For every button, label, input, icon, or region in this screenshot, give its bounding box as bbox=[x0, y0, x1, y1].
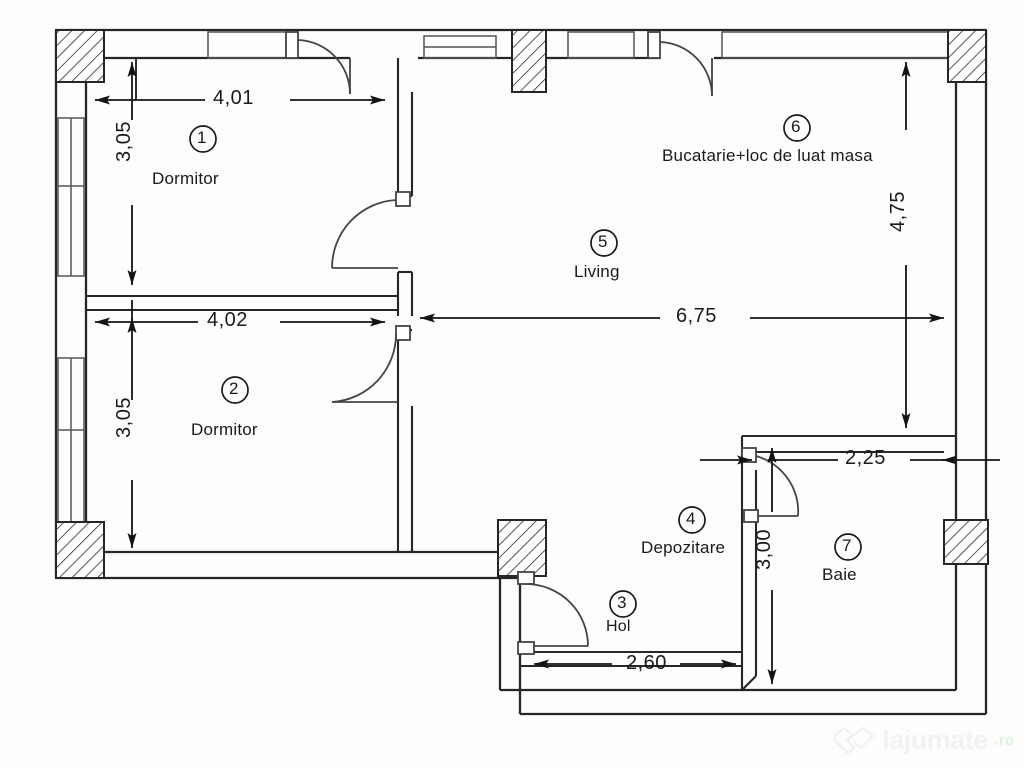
room-label-baie: Baie bbox=[822, 565, 857, 584]
handshake-icon bbox=[833, 726, 875, 754]
room-label-living: Living bbox=[574, 262, 620, 281]
room-label-depozitare: Depozitare bbox=[641, 538, 726, 557]
door-dormitor2-interior bbox=[331, 325, 411, 403]
dimension-label-2-60: 2,60 bbox=[626, 652, 667, 674]
pillar-hatched-top-left bbox=[55, 29, 105, 83]
wall-outline bbox=[54, 28, 988, 716]
room-number-6: 6 bbox=[791, 117, 801, 136]
dimension-label-3-05-upper: 3,05 bbox=[112, 121, 135, 162]
room-number-2: 2 bbox=[229, 379, 239, 398]
watermark-tld: .ro bbox=[994, 732, 1014, 749]
room-label-dormitor-1: Dormitor bbox=[152, 169, 219, 188]
door-dormitor1-top bbox=[285, 31, 351, 95]
door-dormitor1-interior bbox=[331, 191, 411, 269]
window-top-kitchen-b bbox=[721, 31, 949, 59]
dimension-label-3-05-lower: 3,05 bbox=[112, 397, 135, 438]
window-left-upper bbox=[57, 117, 85, 277]
room-label-hol: Hol bbox=[606, 618, 631, 635]
room-number-7: 7 bbox=[842, 536, 852, 555]
dimension-label-4-02: 4,02 bbox=[207, 309, 248, 331]
room-number-5: 5 bbox=[598, 232, 608, 251]
room-number-4: 4 bbox=[686, 509, 696, 528]
watermark: lajumate .ro bbox=[833, 725, 1014, 756]
pillar-hatched-top-right bbox=[947, 29, 987, 83]
door-baie bbox=[741, 447, 800, 523]
pillar-hatched-right-lower bbox=[943, 519, 989, 565]
window-top-kitchen-a bbox=[567, 31, 635, 59]
dimension-label-3-00: 3,00 bbox=[752, 529, 775, 570]
room-marker-circles bbox=[189, 114, 862, 618]
dimension-label-4-01: 4,01 bbox=[213, 87, 254, 109]
pillar-hatched-hall bbox=[497, 519, 547, 577]
dimension-label-6-75: 6,75 bbox=[676, 305, 717, 327]
room-number-1: 1 bbox=[197, 128, 207, 147]
door-entrance-hall bbox=[517, 571, 589, 655]
room-number-3: 3 bbox=[617, 593, 627, 612]
room-label-bucatarie: Bucatarie+loc de luat masa bbox=[662, 146, 873, 165]
window-left-lower bbox=[57, 357, 85, 523]
watermark-brand: lajumate bbox=[882, 725, 988, 755]
window-top-dormitor1 bbox=[207, 31, 287, 59]
dimension-label-2-25: 2,25 bbox=[845, 447, 886, 469]
door-kitchen-top bbox=[647, 31, 713, 97]
window-top-living bbox=[423, 35, 497, 59]
room-label-dormitor-2: Dormitor bbox=[191, 420, 258, 439]
pillar-hatched-bottom-left bbox=[55, 521, 105, 579]
dimension-label-4-75: 4,75 bbox=[886, 191, 909, 232]
pillar-hatched-top-middle bbox=[511, 29, 547, 93]
